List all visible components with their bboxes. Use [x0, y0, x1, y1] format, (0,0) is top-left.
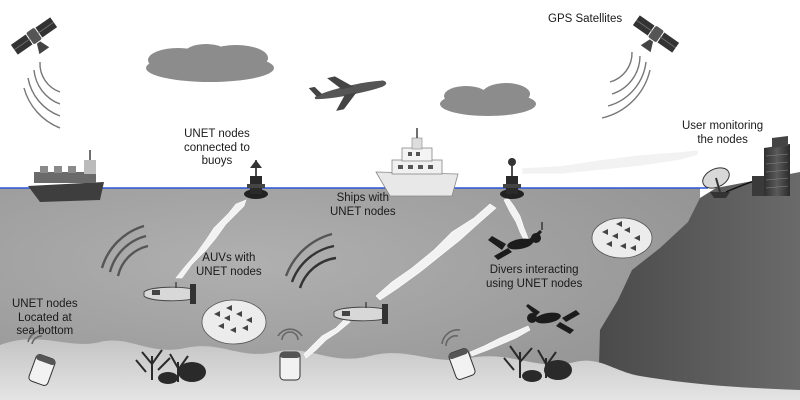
- diver-icon: [526, 304, 580, 334]
- label-auv-nodes: AUVs with UNET nodes: [196, 252, 262, 278]
- beam-auv-to-bottom: [303, 317, 351, 359]
- beam-buoy-to-diver: [503, 197, 529, 241]
- satellite-icon: [632, 15, 680, 53]
- beam-buoy-to-auv2: [375, 203, 497, 301]
- coral-icon: [158, 362, 206, 384]
- beam-buoy-to-auv: [175, 199, 247, 279]
- seabed: [0, 339, 800, 400]
- label-buoy-nodes: UNET nodes connected to buoys: [184, 128, 250, 167]
- buoy-icon: [244, 160, 268, 199]
- airplane-icon: [308, 76, 387, 111]
- signal-beams: [175, 149, 699, 359]
- fish-school-icon: [591, 217, 653, 259]
- label-seabed-nodes: UNET nodes Located at sea bottom: [12, 298, 78, 337]
- cliff: [598, 172, 800, 400]
- seabed-node-icon: [28, 354, 56, 386]
- buoy-icon: [500, 158, 524, 199]
- auv-icon: [143, 282, 196, 304]
- satellite-icon: [10, 17, 58, 55]
- antenna-dish-icon: [702, 167, 730, 198]
- label-ship-nodes: Ships with UNET nodes: [330, 192, 396, 218]
- ship-icon: [375, 128, 459, 197]
- satellite-signal-arcs: [23, 51, 651, 129]
- beam-buoy-to-shore: [521, 149, 699, 175]
- label-user-monitoring: User monitoring the nodes: [682, 120, 764, 146]
- cloud: [146, 44, 274, 82]
- cloud: [440, 83, 536, 116]
- label-gps-satellites: GPS Satellites: [548, 13, 623, 25]
- auv-icon: [333, 302, 388, 324]
- seabed-node-icon: [279, 351, 301, 381]
- ship-icon: [28, 150, 104, 202]
- seabed-node-icon: [448, 348, 476, 380]
- beam-diver-to-bottom: [469, 325, 531, 357]
- building-icon: [752, 136, 790, 196]
- node-signal-arcs: [27, 328, 461, 347]
- diver-icon: [488, 222, 543, 260]
- fish-school-icon: [201, 299, 267, 345]
- coral-icon: [522, 360, 572, 382]
- label-diver-nodes: Divers interacting using UNET nodes: [486, 264, 583, 290]
- acoustic-arcs: [100, 224, 337, 289]
